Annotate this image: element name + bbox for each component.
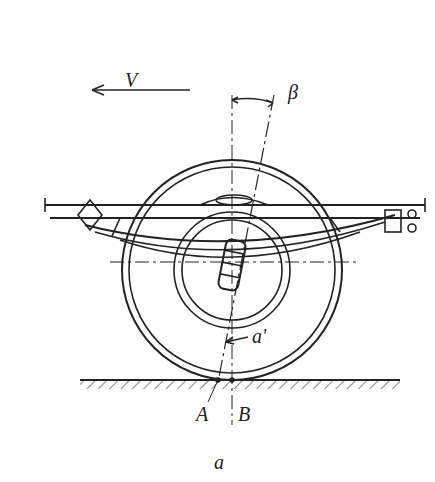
figure-label: a: [214, 452, 224, 472]
point-label: A: [196, 404, 208, 424]
angle-label: β: [288, 82, 298, 102]
offset-label: a': [252, 326, 266, 346]
speed-label: V: [125, 70, 137, 90]
point-label: B: [238, 404, 250, 424]
